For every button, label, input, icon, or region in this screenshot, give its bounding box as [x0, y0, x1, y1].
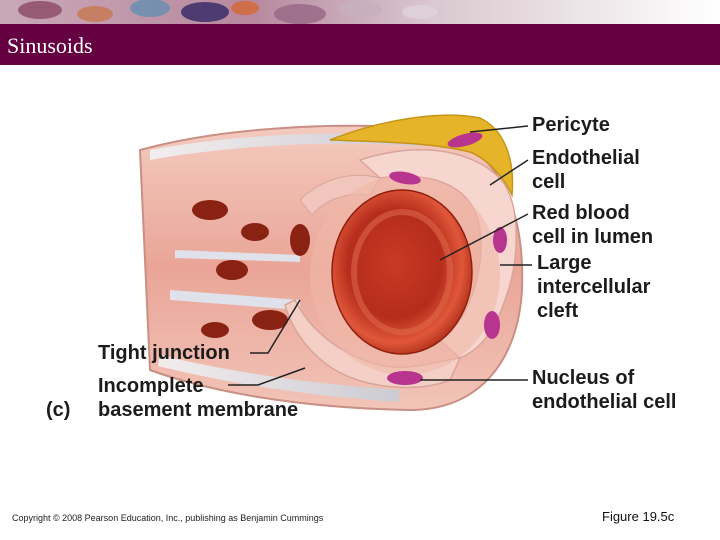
label-cleft-line2: intercellular — [537, 276, 651, 298]
label-cleft-line3: cleft — [537, 300, 579, 322]
label-endothelial-cell-line2: cell — [532, 171, 566, 193]
label-endothelial-cell-line1: Endothelial — [532, 147, 640, 169]
title-bar — [0, 24, 720, 65]
label-cleft-line1: Large — [537, 252, 592, 274]
label-red-blood-cell-line2: cell in lumen — [532, 226, 654, 248]
label-nucleus-line2: endothelial cell — [532, 391, 677, 413]
label-pericyte: Pericyte — [532, 114, 610, 136]
copyright-notice: Copyright © 2008 Pearson Education, Inc.… — [12, 513, 324, 523]
label-nucleus-line1: Nucleus of — [532, 367, 635, 389]
panel-letter: (c) — [46, 399, 71, 421]
label-basement-membrane-line1: Incomplete — [98, 375, 204, 397]
label-basement-membrane-line2: basement membrane — [98, 399, 299, 421]
label-red-blood-cell-line1: Red blood — [532, 202, 630, 224]
slide-title: Sinusoids — [7, 33, 93, 58]
header-decorative-strip — [0, 0, 720, 24]
label-tight-junction: Tight junction — [98, 342, 230, 364]
figure-number: Figure 19.5c — [602, 509, 675, 524]
